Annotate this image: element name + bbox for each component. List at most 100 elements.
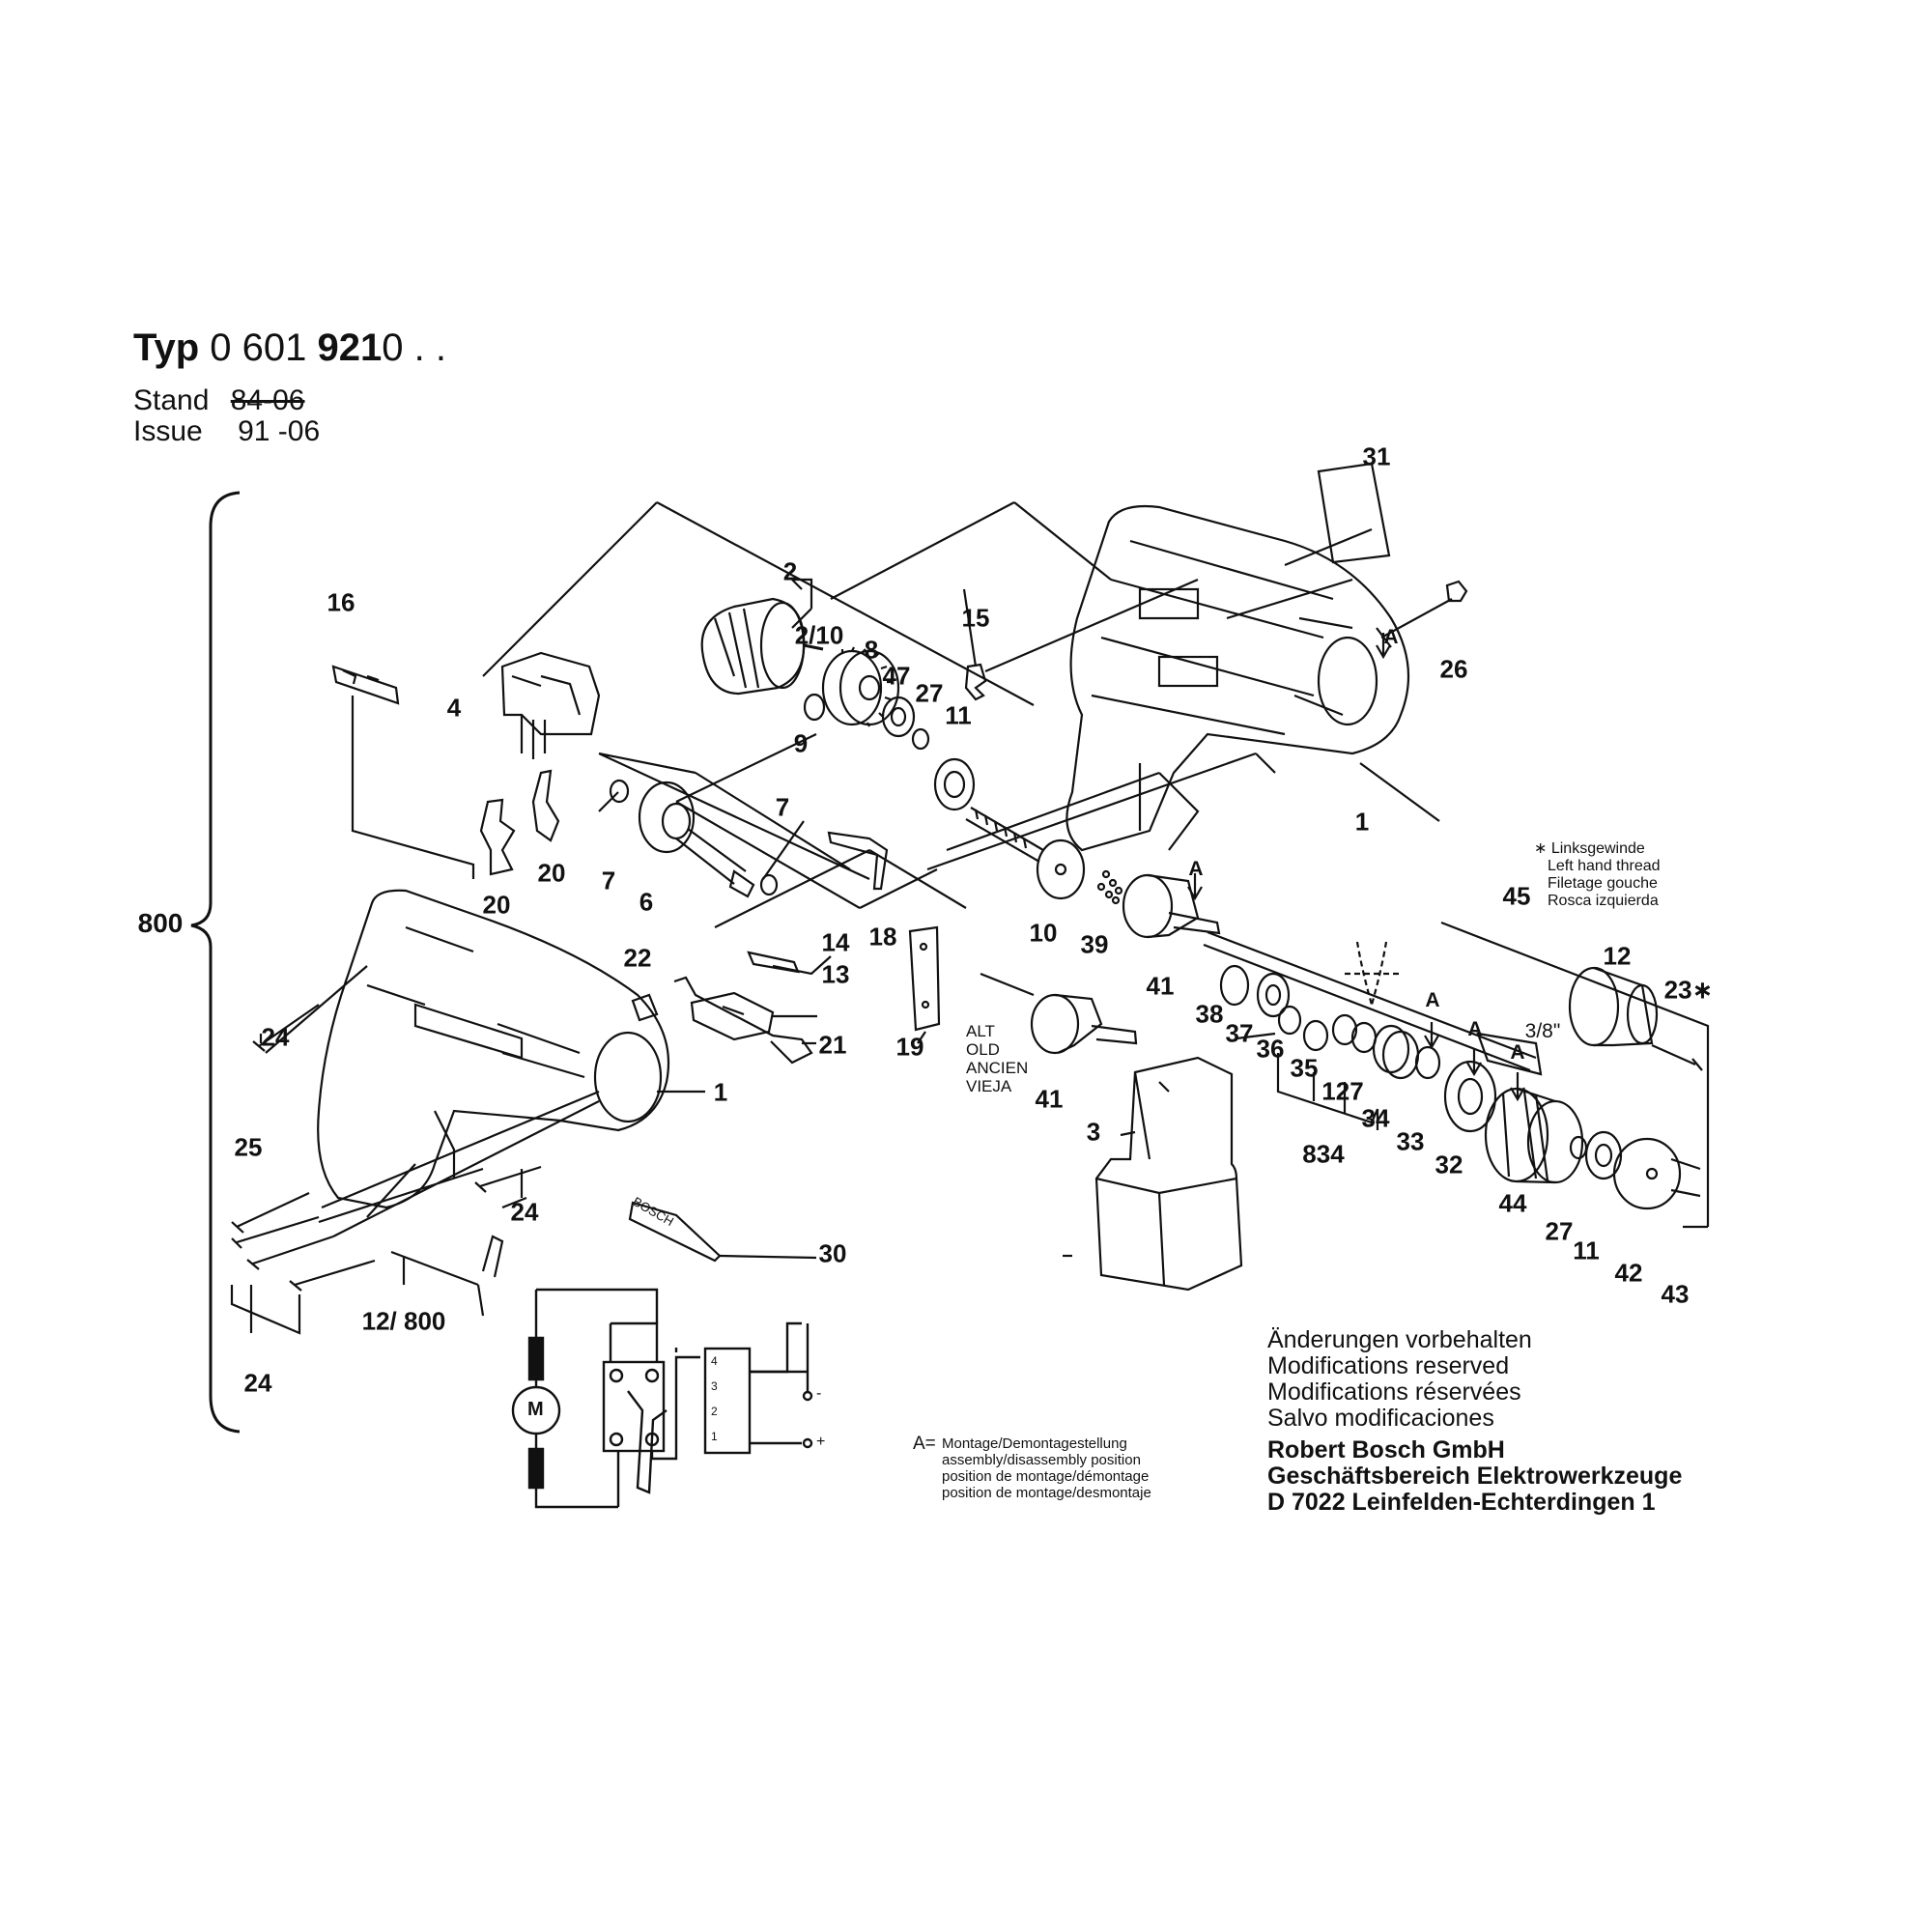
company-division: Geschäftsbereich Elektrowerkzeuge <box>1267 1463 1683 1490</box>
part-label-1-left: 1 <box>713 1077 728 1107</box>
part-label-36: 36 <box>1256 1034 1285 1064</box>
spring-21-shape <box>673 976 813 1065</box>
part-label-1-top: 1 <box>1354 807 1370 837</box>
ring-35-shape <box>1302 1019 1329 1052</box>
stand-line: Stand 84-06 <box>133 384 304 417</box>
part-label-15: 15 <box>961 603 990 633</box>
washer-47-shape <box>881 696 916 738</box>
part-label-45: 45 <box>1502 881 1531 911</box>
part-label-10: 10 <box>1029 918 1058 948</box>
part-label-13: 13 <box>821 959 850 989</box>
part-label-8: 8 <box>864 635 879 665</box>
part-label-22: 22 <box>623 943 652 973</box>
part-label-42: 42 <box>1614 1258 1643 1288</box>
part-label-2-10: 2/10 <box>794 620 844 650</box>
washer-27b-shape <box>1569 1135 1588 1160</box>
typ-number-bold: 921 <box>317 327 383 369</box>
issue-label: Issue <box>133 415 203 447</box>
part-label-19: 19 <box>895 1032 924 1062</box>
label-plate-shape <box>1317 462 1391 564</box>
thread-note-es: Rosca izquierda <box>1548 893 1659 909</box>
alt-label: ALT OLD ANCIEN VIEJA <box>966 1022 1028 1095</box>
part-label-37: 37 <box>1225 1018 1254 1048</box>
part-label-33: 33 <box>1396 1126 1425 1156</box>
clip-15-shape <box>964 663 987 701</box>
wiring-schematic <box>511 1288 813 1509</box>
shaft-10-shape <box>965 807 1086 900</box>
part-label-24c: 24 <box>243 1368 272 1398</box>
alt-line-de: ALT <box>966 1022 995 1040</box>
modifications-note: Änderungen vorbehalten Modifications res… <box>1267 1327 1532 1432</box>
thread-note-fr: Filetage gouche <box>1548 875 1658 892</box>
screw-23-shape <box>1651 1043 1703 1071</box>
assembly-800-label: 800 <box>137 908 184 938</box>
gear-6-shape <box>638 781 755 898</box>
thread-note-de: ∗ Linksgewinde <box>1534 840 1645 857</box>
typ-label: Typ <box>133 327 200 369</box>
spring-20a-shape <box>479 798 516 876</box>
switch-terminal-3: 3 <box>711 1379 718 1393</box>
part-label-24b: 24 <box>510 1197 539 1227</box>
part-label-25: 25 <box>234 1132 263 1162</box>
assembly-note-es: position de montage/desmontaje <box>942 1485 1151 1501</box>
motor-symbol: M <box>527 1399 544 1420</box>
part-label-16: 16 <box>327 587 355 617</box>
part-label-2: 2 <box>782 556 798 586</box>
bearing-11-shape <box>933 757 976 811</box>
assembly-note-prefix: A= <box>913 1434 936 1454</box>
spring-20b-shape <box>531 769 560 842</box>
part-label-18: 18 <box>868 922 897 952</box>
part-label-47: 47 <box>882 661 911 691</box>
part-label-38: 38 <box>1195 999 1224 1029</box>
part-label-39: 39 <box>1080 929 1109 959</box>
part-33-shape <box>1414 1045 1441 1080</box>
spindle-45-shape <box>1203 930 1543 1076</box>
part-label-3: 3 <box>1086 1117 1101 1147</box>
slider-19-shape <box>908 925 941 1032</box>
modifications-es: Salvo modificaciones <box>1267 1405 1494 1432</box>
part-label-43: 43 <box>1661 1279 1690 1309</box>
part-label-27b: 27 <box>1545 1216 1574 1246</box>
part-label-11b: 11 <box>1573 1236 1600 1265</box>
part-label-41a: 41 <box>1146 971 1175 1001</box>
part-label-6: 6 <box>639 887 654 917</box>
plate-42-shape <box>1612 1137 1682 1210</box>
typ-number-prefix: 0 601 <box>210 327 307 369</box>
company-address: D 7022 Leinfelden-Echterdingen 1 <box>1267 1489 1656 1516</box>
switch-terminal-4: 4 <box>711 1354 718 1368</box>
part-label-23: 23∗ <box>1663 975 1714 1005</box>
part-label-9: 9 <box>793 728 809 758</box>
stand-value: 84-06 <box>230 384 305 416</box>
washer-7b-shape <box>759 873 779 896</box>
part-label-21: 21 <box>818 1030 847 1060</box>
washer-9-shape <box>803 693 826 722</box>
assembly-note-en: assembly/disassembly position <box>942 1452 1141 1468</box>
type-number: Typ 0 601 9210 . . <box>133 327 446 370</box>
nameplate-30-shape <box>628 1201 722 1263</box>
switch-terminal-1: 1 <box>711 1430 718 1443</box>
spring-34-shape <box>1372 1024 1420 1080</box>
stand-label: Stand <box>133 384 210 416</box>
screws-shape <box>231 1004 542 1292</box>
part-label-32: 32 <box>1435 1150 1463 1179</box>
sleeve-22-shape <box>631 993 659 1022</box>
ring-extra-shape <box>1350 1021 1378 1054</box>
part-label-A-mid: A <box>1188 858 1204 880</box>
terminal-plus: + <box>816 1434 826 1450</box>
part-38-shape <box>1219 964 1250 1007</box>
gear-8-shape <box>821 646 900 727</box>
chuck-12-shape <box>1568 966 1659 1047</box>
assembly-note-fr: position de montage/démontage <box>942 1468 1150 1485</box>
assembly-note-de: Montage/Demontagestellung <box>942 1435 1127 1452</box>
balls-39-shape <box>1096 869 1123 905</box>
part-label-31: 31 <box>1362 441 1391 471</box>
screws-43-shape <box>1670 1157 1701 1198</box>
clutch-41b-shape <box>1030 993 1138 1055</box>
switch-4-shape <box>500 651 601 759</box>
part-label-20a: 20 <box>482 890 511 920</box>
part-label-30: 30 <box>818 1238 847 1268</box>
nut-26-shape <box>1445 580 1468 603</box>
part-label-834: 834 <box>1302 1139 1345 1169</box>
part-label-14: 14 <box>821 927 850 957</box>
